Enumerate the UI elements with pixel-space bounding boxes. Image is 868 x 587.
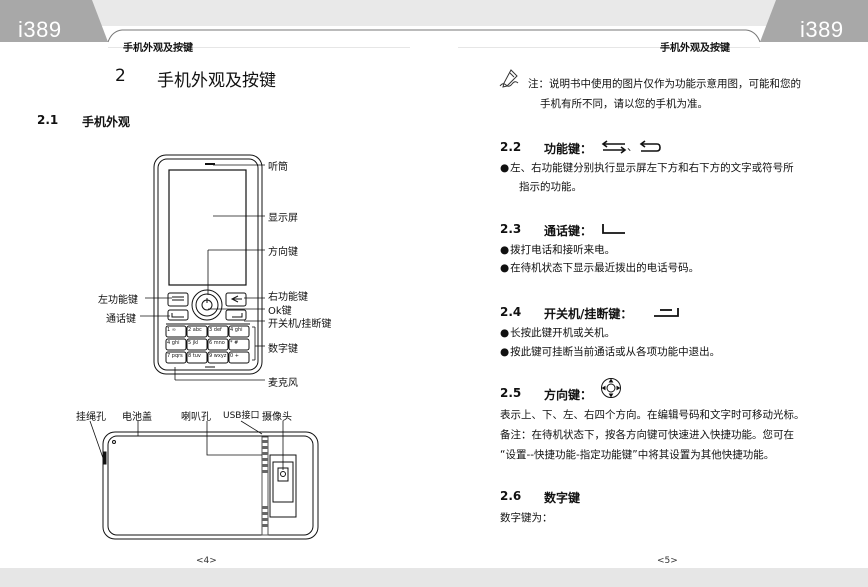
keypad-key-5: 4 ghi: [167, 340, 180, 346]
callout-number-keys: 数字键: [268, 344, 298, 355]
nav-key-icon: [601, 378, 621, 398]
callout-camera: 摄像头: [262, 412, 292, 423]
callout-power-end-key: 开关机/挂断键: [268, 319, 332, 330]
chapter-number: 2: [115, 66, 126, 86]
keypad-key-7: 6 mno: [209, 340, 225, 346]
phone-front-illustration: [140, 154, 265, 381]
note-pencil-icon: [499, 69, 519, 88]
keypad-key-11: 9 wxyz: [209, 353, 227, 359]
callout-speaker-hole: 喇叭孔: [181, 412, 211, 423]
section-2-4-title: 开关机/挂断键：: [544, 307, 633, 321]
left-soft-key-icon: [601, 140, 627, 154]
section-2-4-bullet-2: 按此键可挂断当前通话或从各项功能中退出。: [500, 343, 720, 361]
callout-usb-port: USB接口: [223, 411, 260, 421]
header-title-left: 手机外观及按键: [123, 43, 193, 54]
note-line-1: 注：说明书中使用的图片仅作为功能示意用图，可能和您的: [528, 78, 801, 90]
keypad-key-4: 4 ghi: [230, 327, 243, 333]
keypad-key-12: 0 +: [230, 353, 239, 359]
callout-display: 显示屏: [268, 213, 298, 224]
keypad-key-10: 8 tuv: [188, 353, 201, 359]
keypad-key-1: 1 ∞: [167, 327, 176, 333]
keypad-key-6: 5 jkl: [188, 340, 199, 346]
section-2-5-number: 2.5: [500, 386, 522, 400]
keypad-key-8: * #: [230, 340, 239, 346]
section-2-2-title: 功能键：: [544, 142, 593, 156]
header-title-right: 手机外观及按键: [660, 43, 730, 54]
section-2-4-bullet-1: 长按此键开机或关机。: [500, 324, 615, 342]
section-2-6-number: 2.6: [500, 489, 522, 503]
callout-left-soft-key: 左功能键: [98, 295, 138, 306]
section-2-6-title: 数字键: [544, 491, 581, 505]
callout-nav-key: 方向键: [268, 247, 298, 258]
callout-battery-cover: 电池盖: [122, 412, 152, 423]
section-2-2-body-1: 左、右功能键分别执行显示屏左下方和右下方的文字或符号所: [500, 159, 794, 177]
callout-ok-key: Ok键: [268, 306, 292, 317]
keypad-key-2: 2 abc: [188, 327, 202, 333]
section-2-3-number: 2.3: [500, 222, 522, 236]
section-2-4-number: 2.4: [500, 305, 522, 319]
section-2-2-body-2: 指示的功能。: [519, 181, 582, 193]
keypad-key-9: 7 pqrs: [167, 353, 183, 359]
callout-microphone: 麦克风: [268, 378, 298, 389]
section-2-5-title: 方向键：: [544, 388, 593, 402]
chapter-title: 手机外观及按键: [157, 71, 276, 91]
right-soft-key-icon: [639, 140, 661, 152]
section-2-5-body-2: 备注：在待机状态下，按各方向键可快速进入快捷功能。您可在: [500, 429, 794, 441]
callout-call-key: 通话键: [106, 314, 136, 325]
header-band: [0, 0, 868, 48]
callout-earpiece: 听筒: [268, 162, 288, 173]
footer-band: [0, 568, 868, 587]
section-2-2-separator: 、: [627, 141, 638, 153]
brand-logo-right: i389: [800, 17, 844, 42]
section-2-1-number: 2.1: [37, 113, 59, 127]
callout-strap-hole: 挂绳孔: [76, 412, 106, 423]
callout-right-soft-key: 右功能键: [268, 292, 308, 303]
section-2-5-body-1: 表示上、下、左、右四个方向。在编辑号码和文字时可移动光标。: [500, 409, 805, 421]
section-2-5-body-3: “设置--快捷功能-指定功能键”中将其设置为其他快捷功能。: [500, 449, 775, 461]
brand-logo-left: i389: [18, 17, 62, 42]
note-line-2: 手机有所不同，请以您的手机为准。: [540, 98, 708, 110]
section-2-1-title: 手机外观: [82, 115, 131, 129]
page-number-left: <4>: [196, 556, 217, 566]
page-number-right: <5>: [657, 556, 678, 566]
section-2-3-bullet-1: 拨打电话和接听来电。: [500, 241, 615, 259]
power-end-key-icon: [654, 308, 679, 317]
section-2-6-body: 数字键为：: [500, 512, 553, 524]
call-key-icon: [602, 224, 625, 234]
phone-back-illustration: [89, 420, 319, 540]
section-2-2-number: 2.2: [500, 140, 522, 154]
section-2-3-title: 通话键：: [544, 224, 593, 238]
section-2-3-bullet-2: 在待机状态下显示最近拨出的电话号码。: [500, 259, 699, 277]
keypad-key-3: 3 def: [209, 327, 222, 333]
